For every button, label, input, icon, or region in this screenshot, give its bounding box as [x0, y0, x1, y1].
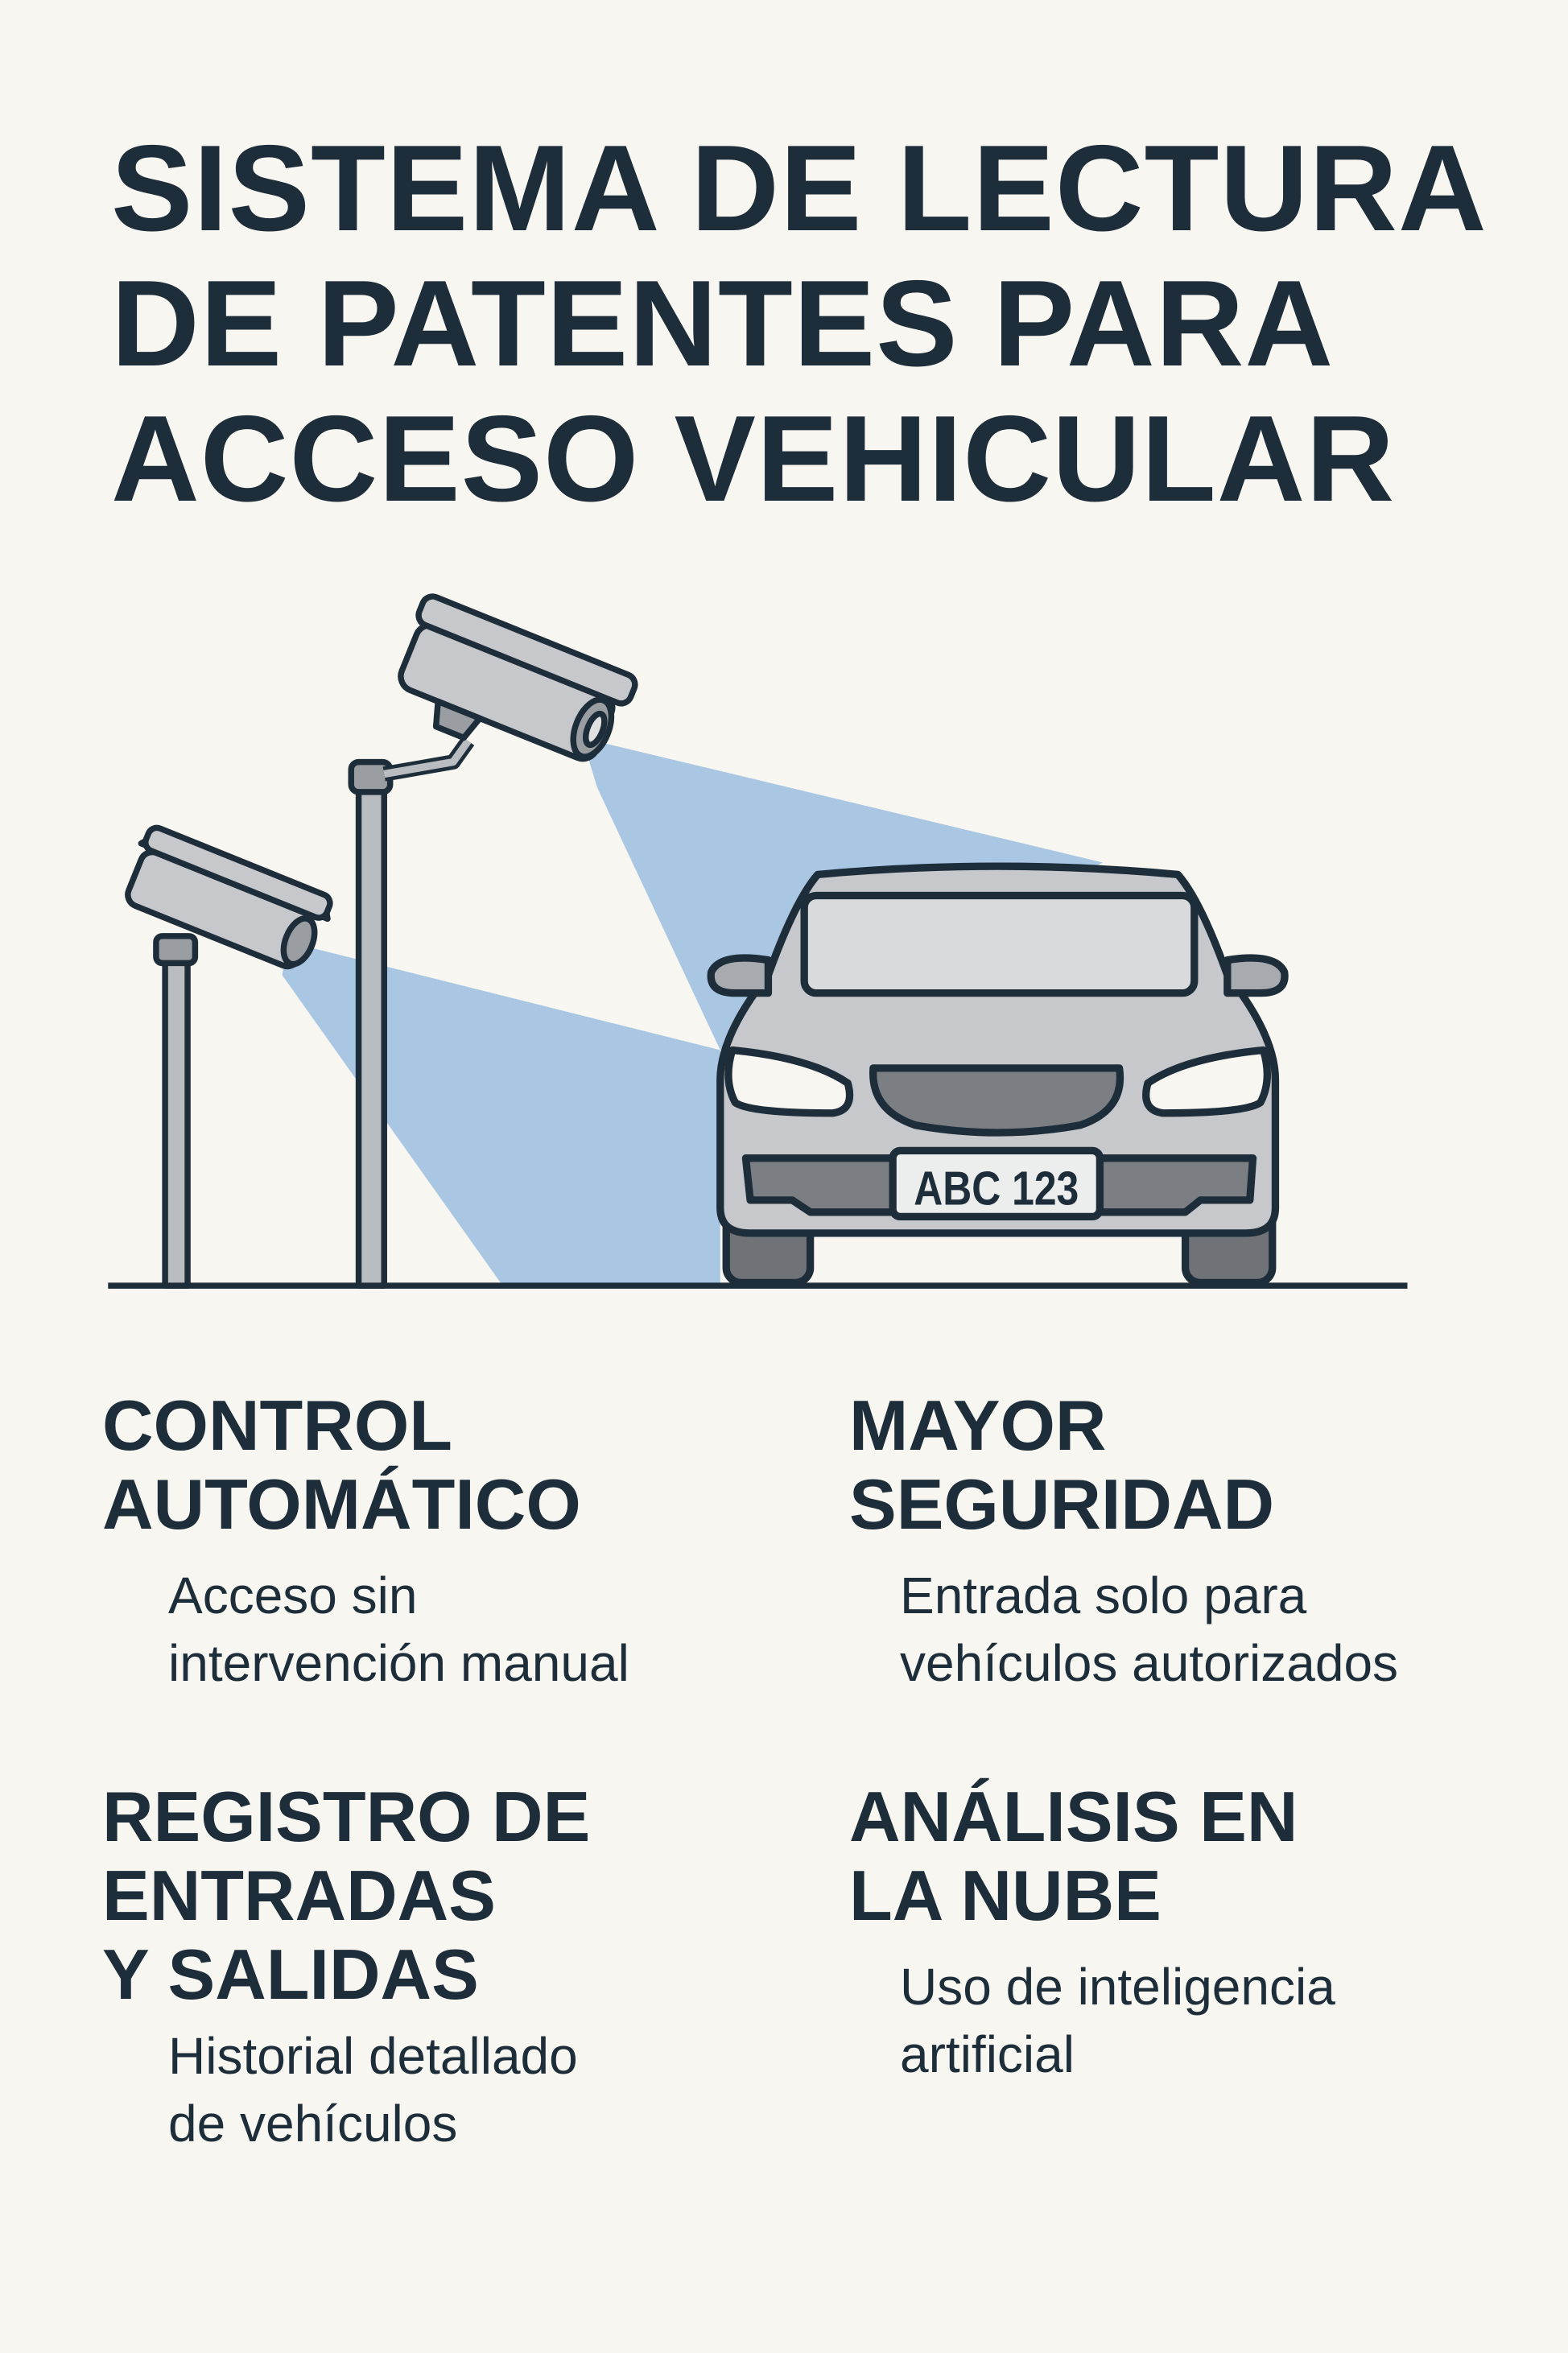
feature-title-line: MAYOR [849, 1385, 1107, 1465]
feature-desc-line: Entrada solo para [900, 1567, 1307, 1624]
car-mirror [1223, 954, 1289, 997]
car-windshield [800, 891, 1199, 997]
feature-title: MAYOR SEGURIDAD [849, 1386, 1398, 1544]
car-headlight [724, 1046, 854, 1117]
feature-control-automatico: CONTROL AUTOMÁTICO Acceso sin intervenci… [102, 1386, 629, 1697]
feature-desc-line: Uso de inteligencia [900, 1958, 1335, 2016]
feature-title-line: LA NUBE [849, 1856, 1162, 1935]
feature-title-line: ANÁLISIS EN [849, 1777, 1298, 1856]
feature-title-line: SEGURIDAD [849, 1464, 1275, 1544]
feature-mayor-seguridad: MAYOR SEGURIDAD Entrada solo para vehícu… [849, 1386, 1398, 1697]
feature-desc-line: de vehículos [168, 2095, 458, 2153]
page-title: SISTEMA DE LECTURA DE PATENTES PARA ACCE… [111, 121, 1488, 526]
feature-desc-line: Historial detallado [168, 2027, 578, 2085]
title-line: ACCESO VEHICULAR [111, 390, 1396, 527]
feature-title: ANÁLISIS EN LA NUBE [849, 1777, 1335, 1935]
feature-title-line: ENTRADAS [102, 1856, 496, 1935]
license-plate [889, 1146, 1104, 1221]
feature-title: CONTROL AUTOMÁTICO [102, 1386, 629, 1544]
title-line: DE PATENTES PARA [111, 255, 1335, 392]
feature-title-line: AUTOMÁTICO [102, 1464, 581, 1544]
left-camera-beam [282, 942, 720, 1286]
right-camera-pole [348, 593, 638, 1289]
car-mirror [707, 954, 773, 997]
feature-description: Acceso sin intervención manual [168, 1562, 629, 1697]
feature-analisis-nube: ANÁLISIS EN LA NUBE Uso de inteligencia … [849, 1777, 1335, 2088]
feature-title-line: REGISTRO DE [102, 1777, 591, 1856]
feature-desc-line: vehículos autorizados [900, 1634, 1399, 1692]
feature-title-line: Y SALIDAS [102, 1934, 479, 2014]
right-camera-icon [398, 593, 638, 762]
feature-desc-line: intervención manual [168, 1634, 629, 1692]
left-camera-icon [125, 824, 333, 970]
feature-title-line: CONTROL [102, 1385, 453, 1465]
title-line: SISTEMA DE LECTURA [111, 120, 1488, 257]
car-grille [869, 1064, 1124, 1137]
feature-description: Uso de inteligencia artificial [900, 1953, 1335, 2088]
feature-title: REGISTRO DE ENTRADAS Y SALIDAS [102, 1777, 590, 2014]
feature-desc-line: Acceso sin [168, 1567, 418, 1624]
car-headlight [1142, 1046, 1271, 1117]
feature-description: Historial detallado de vehículos [168, 2022, 590, 2157]
feature-desc-line: artificial [900, 2025, 1075, 2083]
feature-registro: REGISTRO DE ENTRADAS Y SALIDAS Historial… [102, 1777, 590, 2157]
lpr-illustration: ABC 123 [108, 593, 1408, 1289]
feature-description: Entrada solo para vehículos autorizados [900, 1562, 1398, 1697]
car-illustration [707, 862, 1289, 1287]
left-camera-pole [125, 824, 333, 1289]
plate-text: ABC 123 [914, 1161, 1079, 1215]
